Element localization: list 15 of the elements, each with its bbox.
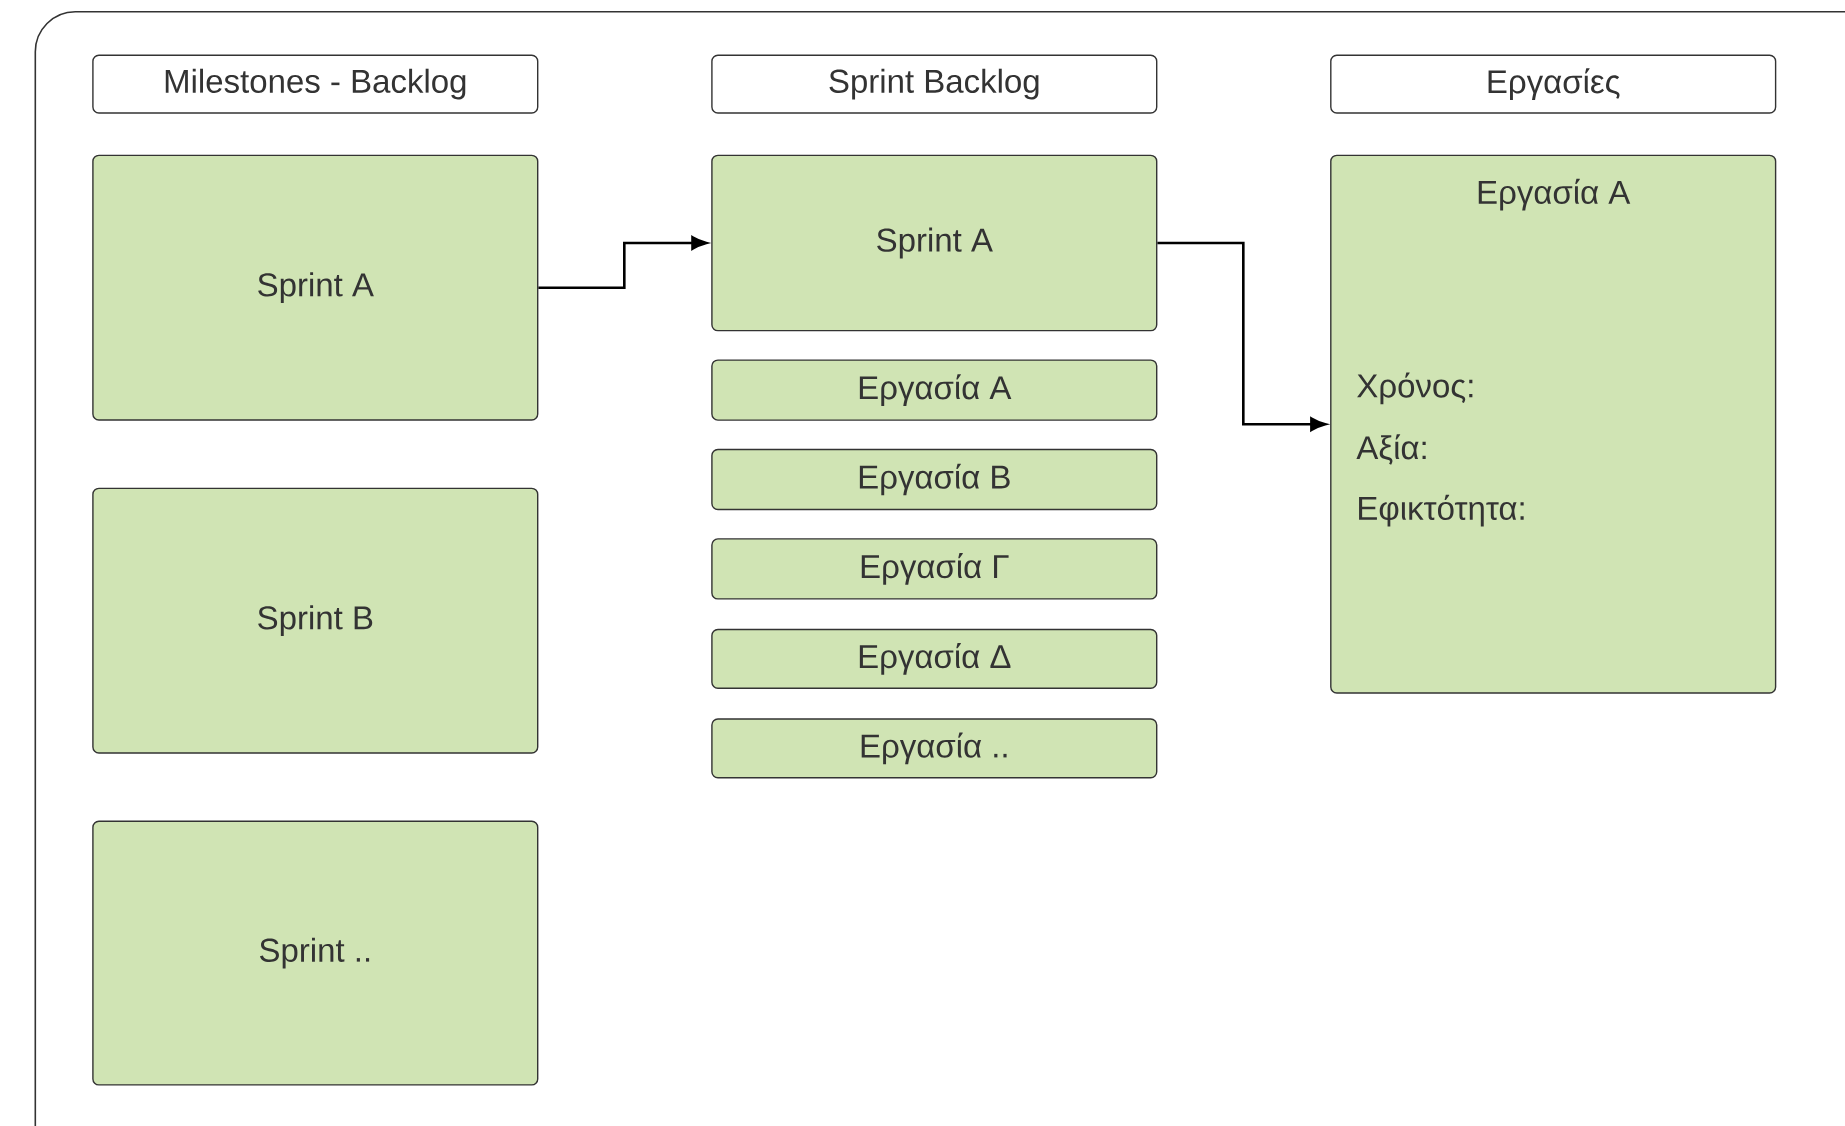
arrow: [538, 236, 708, 289]
task-detail-card: Εργασία Α Χρόνος: Αξία: Εφικτότητα:: [1330, 154, 1777, 694]
task-card: Sprint A: [92, 154, 539, 421]
task-card: Sprint ..: [92, 820, 539, 1086]
task-card: Εργασία Γ: [711, 538, 1158, 600]
task-card: Εργασία Β: [711, 448, 1158, 511]
task-card: Εργασία Δ: [711, 628, 1158, 689]
column-header: Εργασίες: [1330, 54, 1777, 114]
task-card: Εργασία Α: [711, 359, 1158, 421]
task-card: Sprint A: [711, 154, 1158, 332]
task-card: Sprint B: [92, 487, 539, 754]
column-header: Sprint Backlog: [711, 54, 1158, 114]
task-card: Εργασία ..: [711, 718, 1158, 779]
arrow: [1157, 241, 1327, 432]
column-header: Milestones - Backlog: [92, 54, 539, 114]
